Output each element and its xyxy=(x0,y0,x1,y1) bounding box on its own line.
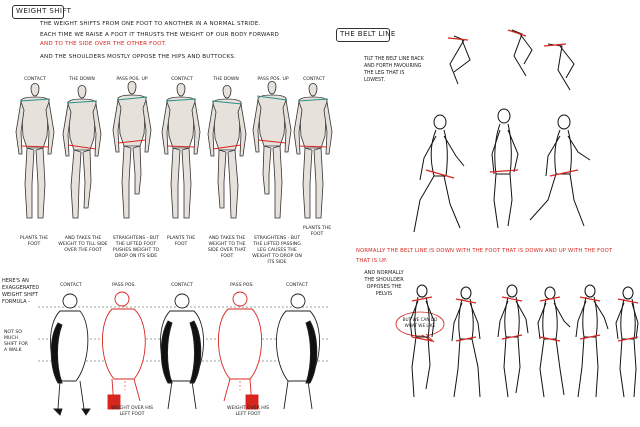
bean-figure-5 xyxy=(276,294,319,409)
opp-walker-4 xyxy=(538,287,570,397)
normally-note: Normally the belt line is down with the … xyxy=(356,246,626,266)
caption-7: Plants the foot xyxy=(302,226,332,238)
caption-4: Plants the foot xyxy=(164,236,198,248)
bean-figure-1 xyxy=(50,294,90,415)
bean-figure-3 xyxy=(160,294,203,409)
back-figure-4 xyxy=(162,84,200,219)
caption-5: And takes the weight to the side over th… xyxy=(204,236,250,260)
walker-3 xyxy=(530,115,590,226)
back-figure-1 xyxy=(16,84,54,219)
caption-1: Plants the foot xyxy=(16,236,52,248)
weight-over-note-2: Weight over his left foot xyxy=(224,406,272,418)
opp-walker-6 xyxy=(616,287,638,397)
tilt-note: Tilt the belt line back and forth favour… xyxy=(364,56,426,84)
opp-walker-5 xyxy=(576,285,608,397)
belt-line-title: The Belt Line xyxy=(340,30,396,38)
bean-figure-2 xyxy=(102,292,145,409)
bean-figure-4 xyxy=(218,292,261,409)
leg-studies xyxy=(440,20,640,100)
walk-back-view-figures xyxy=(0,0,330,150)
back-figure-6 xyxy=(253,82,291,219)
weight-over-note-1: Weight over his left foot xyxy=(108,406,156,418)
caption-3: Straightens - but the lifted foot pushes… xyxy=(110,236,162,260)
walker-2 xyxy=(492,109,518,228)
shoulder-opposition-walkers xyxy=(400,285,640,425)
back-figure-7 xyxy=(294,84,332,219)
back-figure-5 xyxy=(208,86,246,219)
back-figure-2 xyxy=(63,86,101,219)
opp-walker-3 xyxy=(498,285,528,397)
caption-6: Straightens - but the lifted passing leg… xyxy=(252,236,302,266)
caption-2: And takes the weight to till side over t… xyxy=(58,236,108,254)
back-figure-3 xyxy=(113,82,151,219)
exaggerated-shift-diagram xyxy=(0,285,330,425)
belt-line-walkers xyxy=(400,100,640,250)
